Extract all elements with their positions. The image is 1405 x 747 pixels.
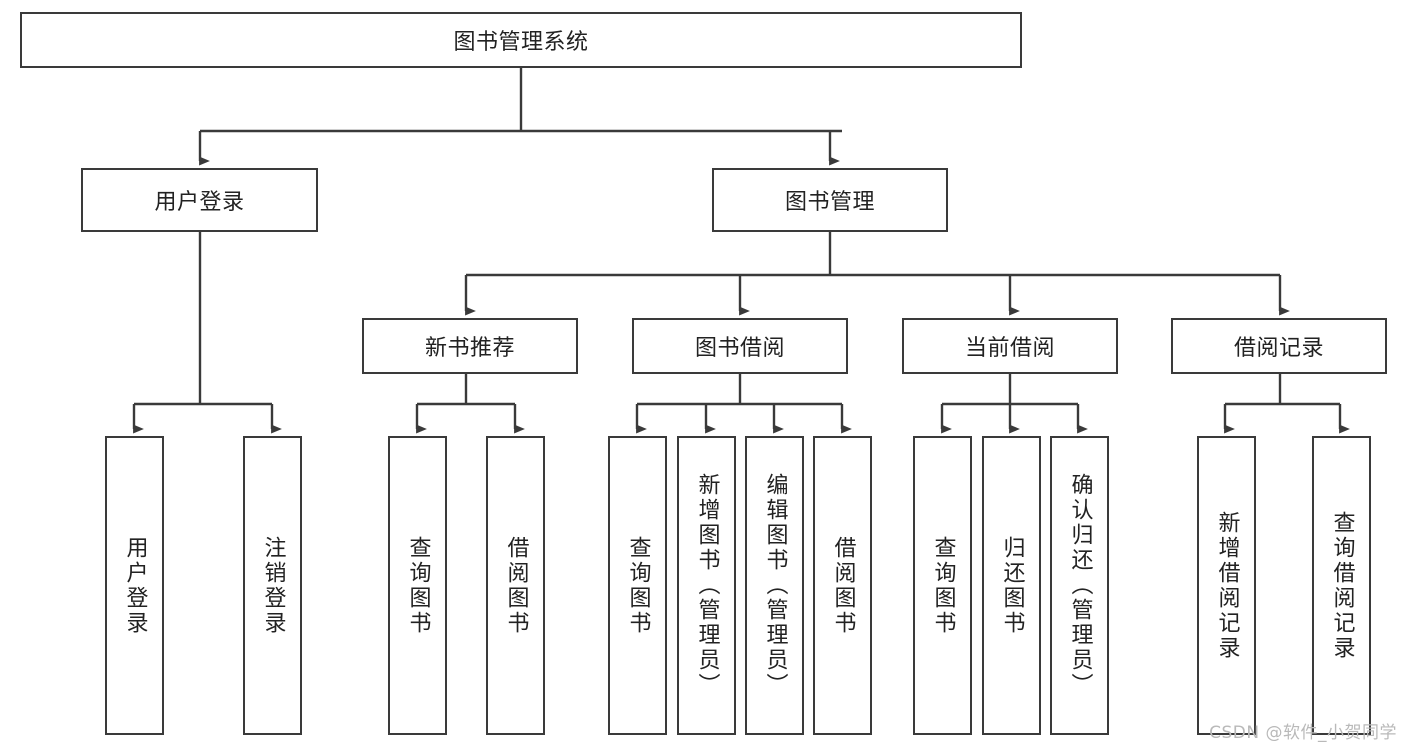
node-leaf-add-borrow-record-label: 新增借阅记录 — [1214, 510, 1240, 661]
node-leaf-add-book-admin[interactable]: 新增图书（管理员） — [677, 436, 736, 735]
node-root-label: 图书管理系统 — [453, 30, 589, 55]
node-book-management[interactable]: 图书管理 — [712, 168, 948, 232]
node-leaf-user-login[interactable]: 用户登录 — [105, 436, 164, 735]
node-leaf-return-books-label: 归还图书 — [999, 535, 1025, 636]
node-leaf-logout-label: 注销登录 — [260, 535, 286, 636]
node-leaf-query-books-borrow-label: 查询图书 — [625, 535, 651, 636]
node-login-label: 用户登录 — [154, 190, 245, 215]
node-leaf-borrow-books-borrow-label: 借阅图书 — [830, 535, 856, 636]
node-current-borrow[interactable]: 当前借阅 — [902, 318, 1118, 374]
node-leaf-query-books-new[interactable]: 查询图书 — [388, 436, 447, 735]
node-leaf-return-books[interactable]: 归还图书 — [982, 436, 1041, 735]
node-leaf-query-borrow-record-label: 查询借阅记录 — [1329, 510, 1355, 661]
node-book-borrow-label: 图书借阅 — [694, 336, 785, 361]
node-leaf-borrow-books-new[interactable]: 借阅图书 — [486, 436, 545, 735]
node-leaf-logout[interactable]: 注销登录 — [243, 436, 302, 735]
node-leaf-add-borrow-record[interactable]: 新增借阅记录 — [1197, 436, 1256, 735]
node-borrow-records[interactable]: 借阅记录 — [1171, 318, 1387, 374]
node-leaf-borrow-books-borrow[interactable]: 借阅图书 — [813, 436, 872, 735]
node-leaf-confirm-return-admin-label: 确认归还（管理员） — [1067, 473, 1093, 698]
node-borrow-records-label: 借阅记录 — [1233, 336, 1324, 361]
node-leaf-edit-book-admin-label: 编辑图书（管理员） — [762, 473, 788, 698]
node-leaf-edit-book-admin[interactable]: 编辑图书（管理员） — [745, 436, 804, 735]
node-root[interactable]: 图书管理系统 — [20, 12, 1022, 68]
node-leaf-add-book-admin-label: 新增图书（管理员） — [694, 473, 720, 698]
node-book-borrow[interactable]: 图书借阅 — [632, 318, 848, 374]
node-login[interactable]: 用户登录 — [81, 168, 318, 232]
node-leaf-query-books-new-label: 查询图书 — [405, 535, 431, 636]
node-leaf-query-borrow-record[interactable]: 查询借阅记录 — [1312, 436, 1371, 735]
watermark-text: CSDN @软件_小贺同学 — [1209, 723, 1397, 743]
node-leaf-query-books-current-label: 查询图书 — [930, 535, 956, 636]
node-leaf-query-books-borrow[interactable]: 查询图书 — [608, 436, 667, 735]
node-leaf-user-login-label: 用户登录 — [122, 535, 148, 636]
node-leaf-confirm-return-admin[interactable]: 确认归还（管理员） — [1050, 436, 1109, 735]
node-new-book-recommend-label: 新书推荐 — [424, 336, 515, 361]
node-leaf-borrow-books-new-label: 借阅图书 — [503, 535, 529, 636]
node-book-management-label: 图书管理 — [784, 190, 875, 215]
node-new-book-recommend[interactable]: 新书推荐 — [362, 318, 578, 374]
node-current-borrow-label: 当前借阅 — [964, 336, 1055, 361]
node-leaf-query-books-current[interactable]: 查询图书 — [913, 436, 972, 735]
